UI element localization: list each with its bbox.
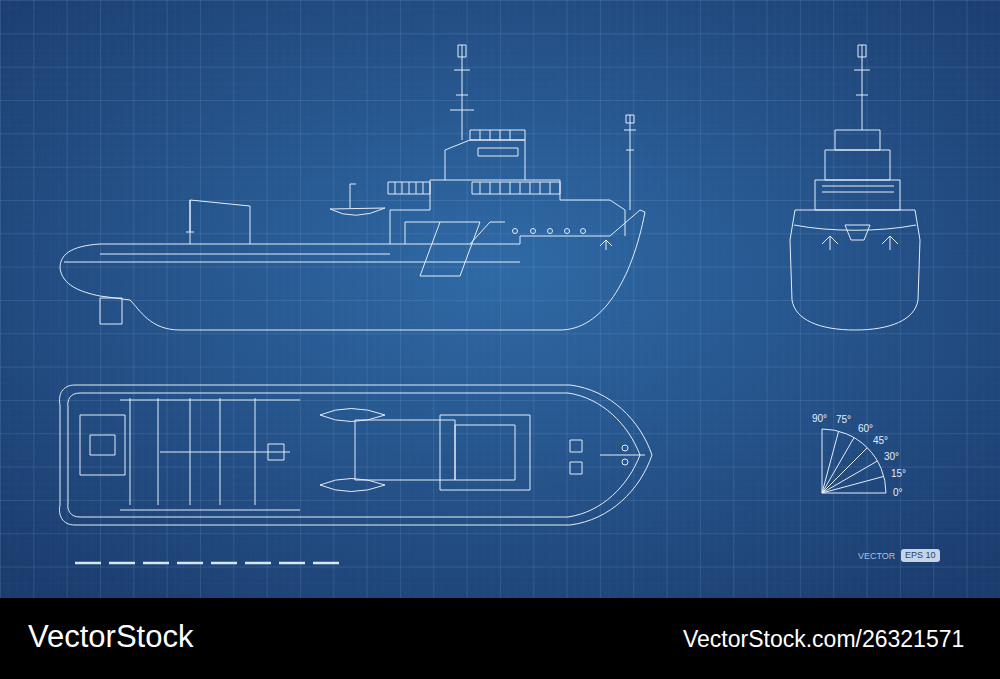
minor-grid xyxy=(0,0,1000,598)
badge-text: EPS 10 xyxy=(905,550,936,561)
scale-bar xyxy=(75,562,340,565)
angle-label: 90° xyxy=(812,413,827,424)
blueprint-ground xyxy=(0,0,1000,598)
angle-label: 45° xyxy=(873,435,888,446)
watermark-url: VectorStock.com/26321571 xyxy=(683,627,964,652)
side-view xyxy=(60,45,645,330)
angle-label: 30° xyxy=(884,451,899,462)
front-view xyxy=(790,45,920,330)
angle-label: 0° xyxy=(893,487,903,498)
format-badge: EPS 10 xyxy=(901,549,940,562)
angle-label: 75° xyxy=(836,414,851,425)
watermark: VectorStock xyxy=(28,620,193,654)
angle-label: 60° xyxy=(858,423,873,434)
watermark-band xyxy=(0,598,1000,679)
major-grid xyxy=(0,0,1000,598)
top-view xyxy=(60,385,652,525)
angle-label: 15° xyxy=(891,468,906,479)
format-label: VECTOR xyxy=(858,552,895,562)
